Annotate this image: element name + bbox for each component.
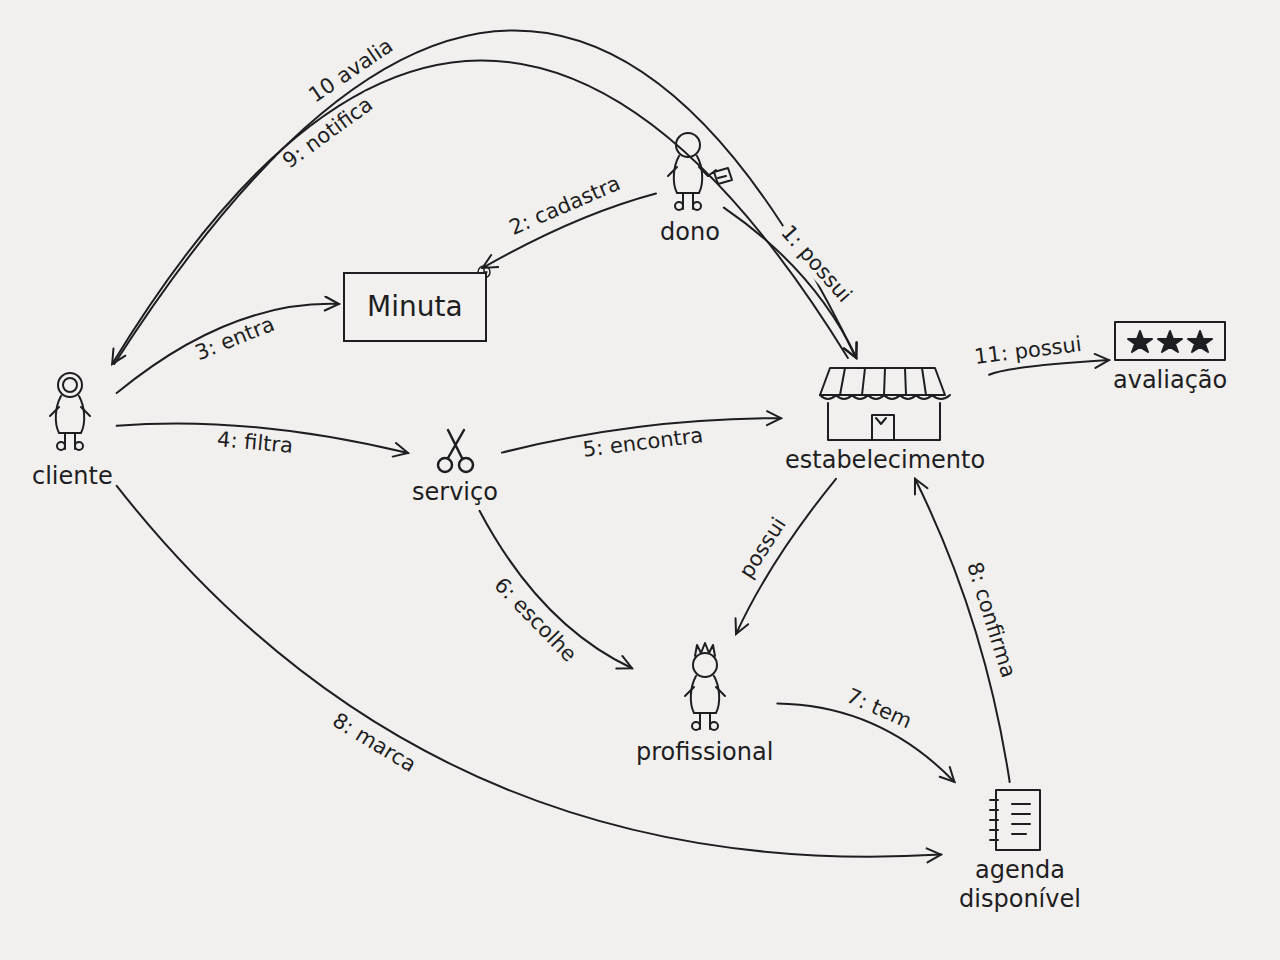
edge-label: 10 avalia	[302, 33, 399, 109]
edge-label: possui	[733, 511, 792, 585]
agenda-node: agenda disponível	[945, 786, 1095, 914]
actor-node: profissional	[636, 638, 773, 767]
node-label: Minuta	[367, 290, 463, 324]
edge-label: 1: possui	[774, 219, 858, 310]
node-label: avaliação	[1113, 366, 1227, 395]
system-box: Minuta	[343, 272, 487, 342]
edge-label: 8: confirma	[961, 556, 1020, 683]
actor-node: dono	[660, 122, 720, 247]
professional-figure	[685, 643, 725, 730]
connector	[112, 60, 848, 364]
client-figure	[50, 373, 90, 450]
node-label: profissional	[636, 738, 773, 767]
node-label: estabelecimento	[785, 446, 985, 475]
edge-label: 3: entra	[189, 312, 280, 367]
node-label: cliente	[32, 462, 113, 491]
actor-node: cliente	[32, 368, 113, 491]
node-label: serviço	[412, 478, 498, 507]
edge-label: 4: filtra	[213, 428, 297, 459]
scissors-icon	[438, 430, 473, 472]
edge-label: 11: possui	[970, 332, 1086, 369]
agenda-icon	[990, 790, 1040, 850]
edge-label: 8: marca	[326, 707, 423, 778]
edge-label: 2: cadastra	[503, 171, 626, 241]
service-node: serviço	[412, 422, 498, 507]
connector	[480, 511, 632, 668]
stars-box-icon	[1115, 322, 1225, 360]
connector	[117, 304, 339, 393]
connector	[117, 486, 941, 857]
node-label: agenda disponível	[945, 856, 1095, 914]
establishment-node: estabelecimento	[785, 362, 985, 475]
edge-label: 5: encontra	[578, 423, 707, 461]
rating-node: avaliação	[1113, 318, 1227, 395]
edge-label: 6: escolhe	[487, 571, 583, 669]
edge-label: 9: notifica	[276, 91, 379, 175]
connector	[114, 30, 856, 364]
node-label: dono	[660, 218, 720, 247]
shop-icon	[820, 368, 950, 440]
edge-label: 7: tem	[841, 684, 919, 735]
